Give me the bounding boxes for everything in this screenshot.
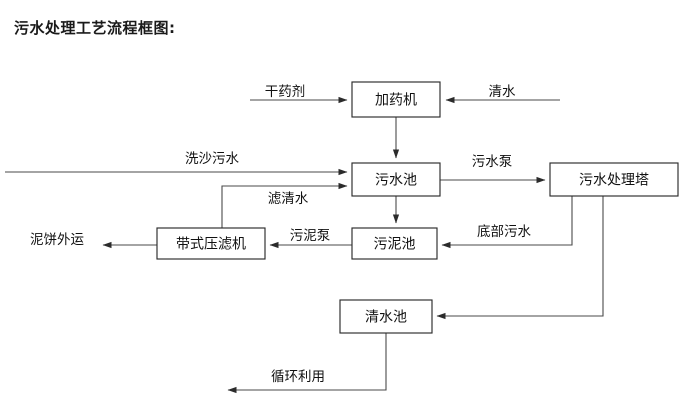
node-belt-filter-press[interactable]: 带式压滤机: [156, 227, 266, 260]
edge-label-bottom-wastewater: 底部污水: [477, 224, 531, 240]
page-title: 污水处理工艺流程框图:: [14, 19, 176, 37]
node-box-belt-filter-press: [156, 227, 266, 260]
node-wastewater-pool[interactable]: 污水池: [351, 162, 441, 197]
node-sludge-pool[interactable]: 污泥池: [351, 227, 438, 260]
edge-filtrate-to-wastewater-pool: [221, 182, 348, 228]
node-label-dosing-machine: 加药机: [375, 93, 417, 109]
node-label-sludge-pool: 污泥池: [374, 237, 416, 253]
node-box-wastewater-pool: [351, 162, 441, 197]
edge-label-recycle: 循环利用: [271, 369, 325, 385]
node-label-belt-filter-press: 带式压滤机: [176, 237, 246, 253]
terminal-label-clean-water: 清水: [489, 84, 517, 100]
edge-label-filtrate: 滤清水: [268, 191, 309, 207]
edge-treatment-tower-bottom-water-to-sludge-pool: [441, 196, 573, 249]
node-treatment-tower[interactable]: 污水处理塔: [549, 162, 679, 197]
node-label-wastewater-pool: 污水池: [375, 173, 417, 189]
node-clear-water-pool[interactable]: 清水池: [339, 299, 433, 334]
terminal-label-mud-cake-out: 泥饼外运: [30, 232, 84, 248]
node-label-treatment-tower: 污水处理塔: [579, 173, 649, 189]
edge-label-wastewater-pump: 污水泵: [472, 154, 513, 170]
node-box-treatment-tower: [549, 162, 679, 197]
edge-clear-water-pool-to-recycle: [227, 333, 387, 394]
node-box-sludge-pool: [351, 227, 438, 260]
node-label-clear-water-pool: 清水池: [365, 310, 407, 326]
edge-label-sand-wash-water: 洗沙污水: [185, 151, 239, 167]
edge-treatment-tower-to-clear-water-pool: [436, 196, 604, 320]
node-box-clear-water-pool: [339, 299, 433, 334]
node-dosing-machine[interactable]: 加药机: [351, 81, 441, 118]
terminal-label-dry-agent: 干药剂: [265, 84, 306, 100]
node-box-dosing-machine: [351, 81, 441, 118]
edge-label-sludge-pump: 污泥泵: [290, 228, 331, 244]
